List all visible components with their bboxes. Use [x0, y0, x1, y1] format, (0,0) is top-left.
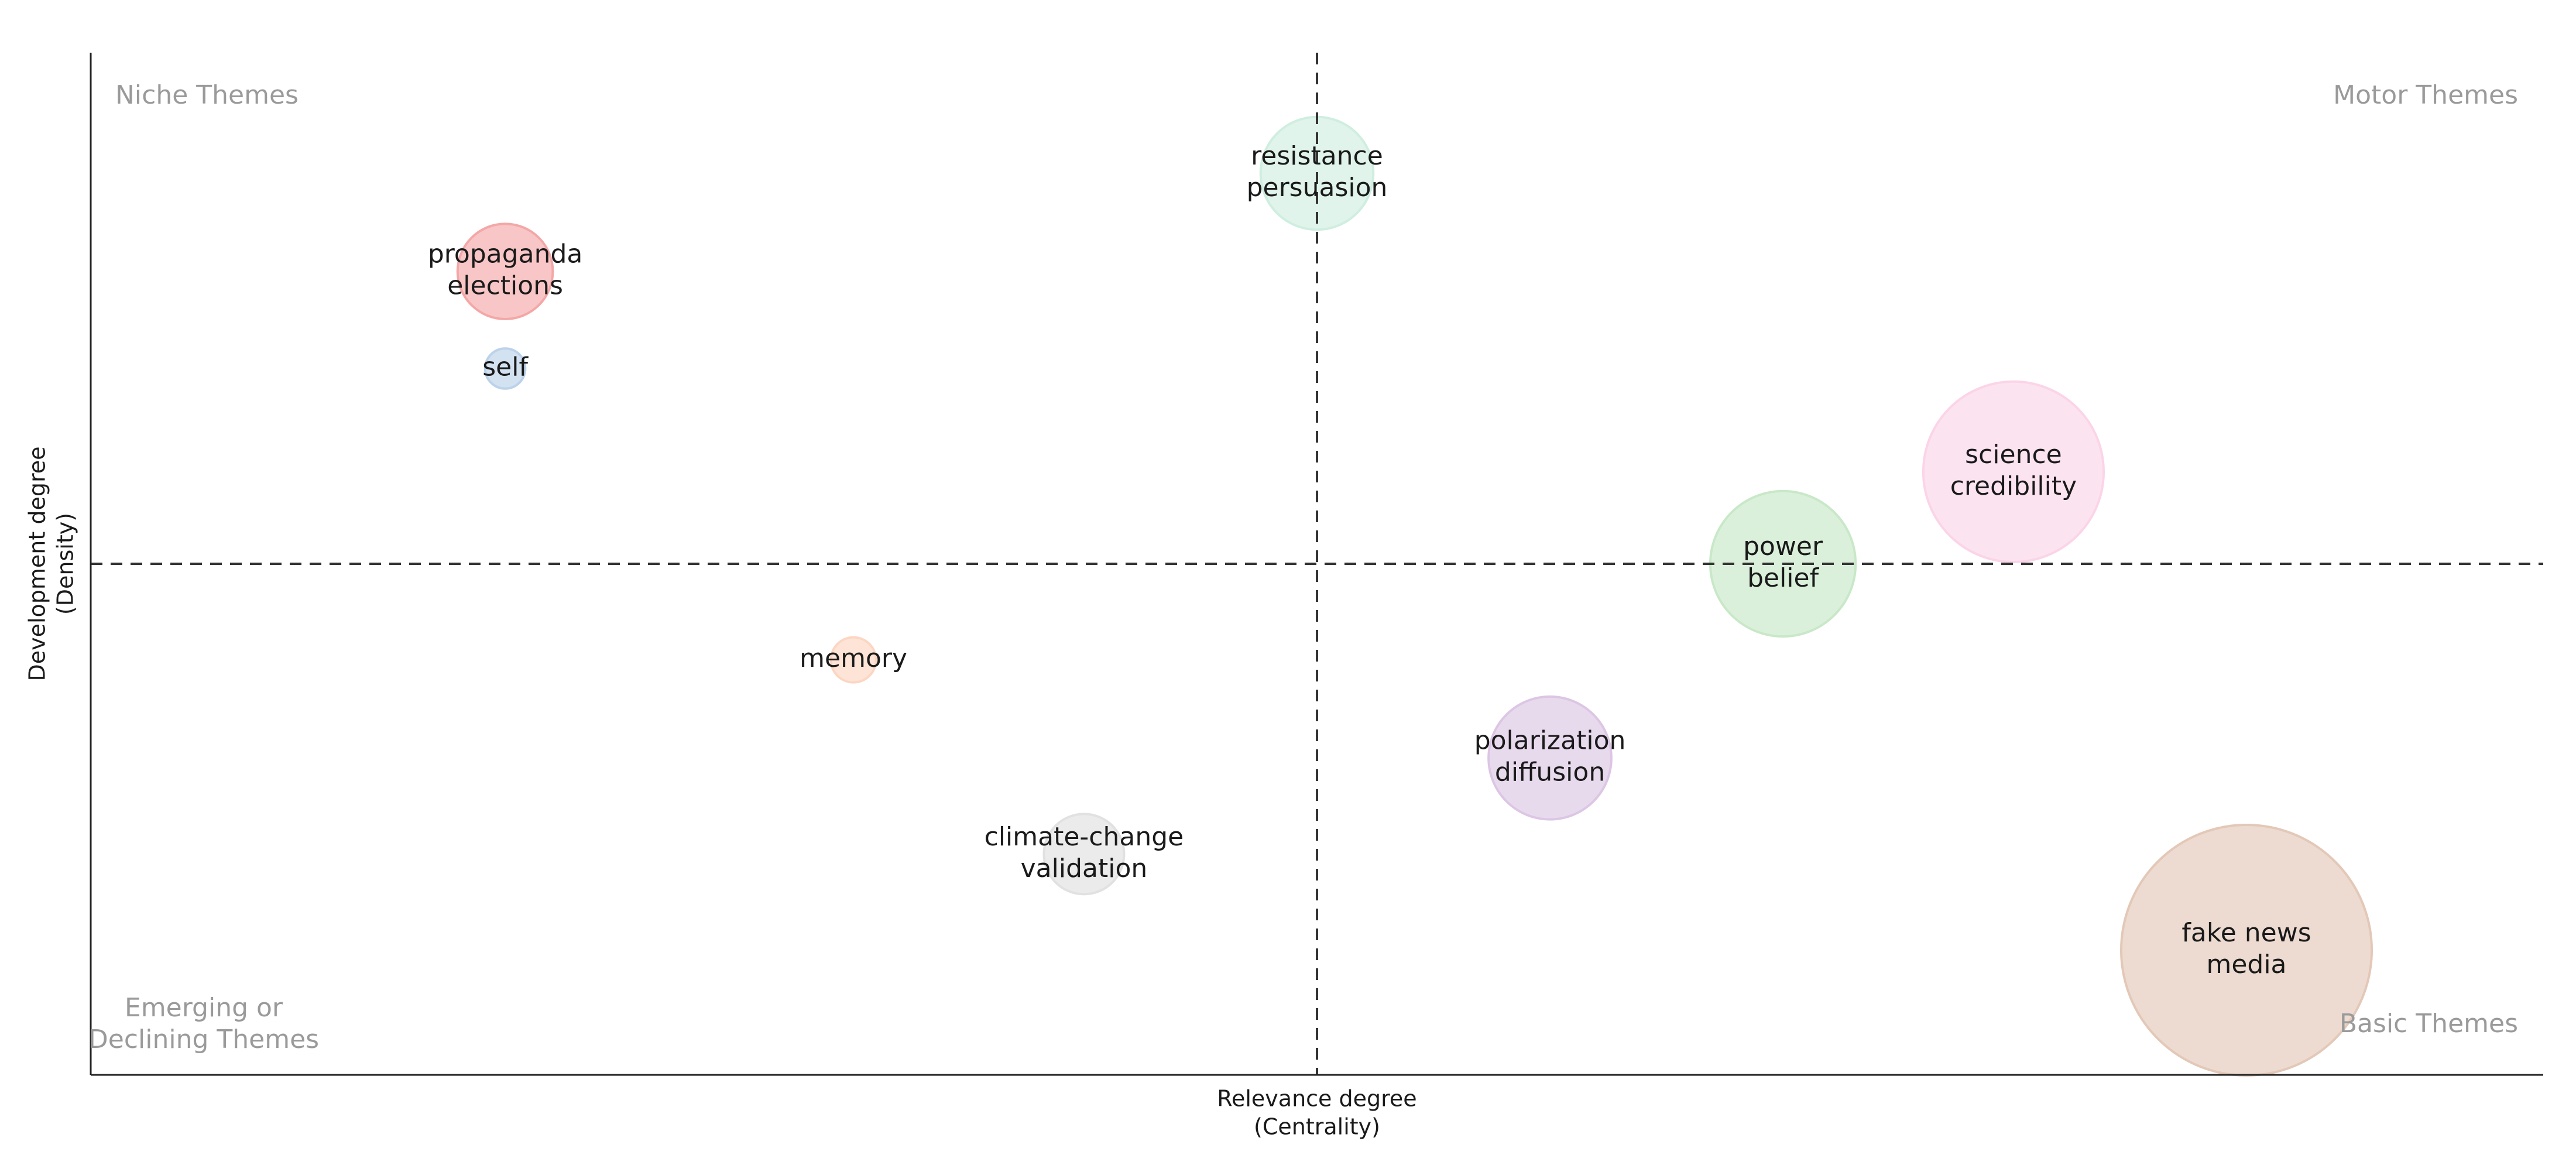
quadrant-label-niche: Niche Themes	[115, 80, 299, 110]
bubble-memory[interactable]	[829, 636, 877, 684]
bubble-label-memory-line: memory	[800, 643, 907, 673]
bubble-climate-change-validation[interactable]	[1042, 813, 1126, 896]
quadrant-label-motor-line: Motor Themes	[2333, 80, 2518, 110]
x-axis-title-line: Relevance degree	[1217, 1086, 1416, 1112]
bubble-label-science-credibility-line: credibility	[1950, 471, 2077, 501]
bubble-label-propaganda-elections-line: propaganda	[428, 239, 583, 269]
bubble-label-self: self	[482, 352, 529, 382]
bubble-label-power-belief-line: power	[1743, 532, 1823, 561]
bubble-label-power-belief-line: belief	[1747, 563, 1820, 593]
bubble-self[interactable]	[483, 347, 527, 390]
bubble-label-science-credibility-line: science	[1965, 440, 2062, 470]
bubble-label-fake-news-media-line: fake news	[2181, 918, 2311, 948]
bubble-label-resistance-persuasion-line: persuasion	[1247, 173, 1388, 203]
bubble-label-propaganda-elections-line: elections	[447, 271, 563, 301]
axes	[90, 53, 2543, 1076]
bubble-label-climate-change-validation-line: validation	[1021, 854, 1148, 883]
bubble-label-self-line: self	[482, 352, 529, 382]
y-axis-title-line: Development degree	[25, 446, 50, 681]
y-axis-title-line: (Density)	[53, 513, 78, 615]
bubble-propaganda-elections[interactable]	[456, 222, 554, 320]
quadrant-label-basic: Basic Themes	[2340, 1009, 2518, 1039]
bubble-polarization-diffusion[interactable]	[1487, 695, 1613, 821]
bubbles-layer	[456, 115, 2373, 1077]
quadrant-label-emerging-declining-line: Declining Themes	[88, 1025, 319, 1054]
bubble-label-fake-news-media-line: media	[2206, 950, 2286, 979]
x-axis-title: Relevance degree(Centrality)	[1217, 1086, 1416, 1140]
bubble-label-resistance-persuasion-line: resistance	[1251, 141, 1383, 171]
quadrant-label-motor: Motor Themes	[2333, 80, 2518, 110]
bubble-label-polarization-diffusion-line: polarization	[1474, 726, 1626, 756]
bubble-science-credibility[interactable]	[1922, 380, 2105, 563]
bubble-label-polarization-diffusion-line: diffusion	[1495, 758, 1605, 787]
quadrant-guides	[91, 53, 2543, 1075]
quadrant-label-basic-line: Basic Themes	[2340, 1009, 2518, 1039]
bubble-label-climate-change-validation-line: climate-change	[985, 822, 1184, 852]
axis-titles: Relevance degree(Centrality) Development …	[25, 446, 1417, 1139]
quadrant-label-emerging-declining-line: Emerging or	[125, 993, 283, 1023]
bubble-label-memory: memory	[800, 643, 907, 673]
x-axis-title-line: (Centrality)	[1254, 1114, 1380, 1140]
quadrant-label-niche-line: Niche Themes	[115, 80, 299, 110]
y-axis-title: Development degree(Density)	[25, 446, 78, 681]
